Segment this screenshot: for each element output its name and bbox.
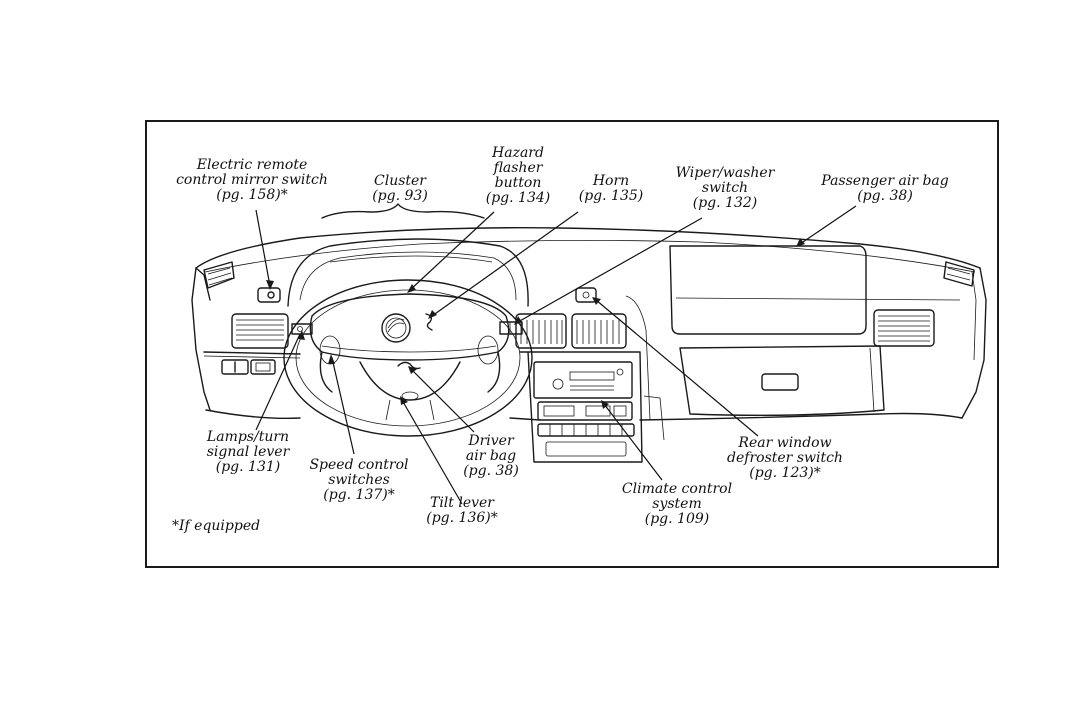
right-side-vent xyxy=(873,309,935,347)
label-line: (pg. 158)* xyxy=(216,187,288,203)
label-line: (pg. 136)* xyxy=(426,510,498,526)
label-climate-control: Climate control system (pg. 109) xyxy=(612,482,742,527)
climate-panel xyxy=(537,401,633,421)
leader-speed xyxy=(331,357,355,455)
label-line: (pg. 93) xyxy=(372,188,428,204)
label-line: defroster switch xyxy=(727,450,843,466)
label-line: Cluster xyxy=(374,173,426,189)
cluster-brace xyxy=(321,203,485,219)
label-line: Driver xyxy=(468,433,514,449)
label-line: (pg. 132) xyxy=(692,195,758,211)
leader-rear xyxy=(595,299,759,437)
dash-top-outline xyxy=(195,227,981,269)
label-line: Wiper/washer xyxy=(675,165,775,181)
label-tilt-lever: Tilt lever (pg. 136)* xyxy=(416,496,508,526)
label-line: system xyxy=(652,496,702,512)
label-line: Horn xyxy=(592,173,630,189)
label-line: (pg. 134) xyxy=(485,190,551,206)
diagram-frame xyxy=(145,120,999,568)
leader-passenger xyxy=(799,205,857,245)
airbag-symbol xyxy=(397,361,421,370)
label-line: (pg. 135) xyxy=(578,188,644,204)
leader-climate xyxy=(603,403,663,481)
label-line: (pg. 109) xyxy=(644,511,710,527)
label-line: (pg. 38) xyxy=(463,463,519,479)
leader-driver xyxy=(411,369,475,433)
label-line: control mirror switch xyxy=(176,172,328,188)
left-corner-vent xyxy=(203,261,235,289)
leader-wiper xyxy=(517,217,703,323)
steering-emblem xyxy=(381,313,411,343)
label-wiper: Wiper/washer switch (pg. 132) xyxy=(668,166,782,211)
glove-box-latch xyxy=(761,373,799,391)
label-line: (pg. 131) xyxy=(215,459,281,475)
label-hazard: Hazard flasher button (pg. 134) xyxy=(480,146,556,206)
leader-hazard xyxy=(409,211,495,291)
label-line: air bag xyxy=(465,448,517,464)
center-stack xyxy=(519,351,643,463)
label-line: switches xyxy=(328,472,390,488)
label-line: Electric remote xyxy=(196,157,308,173)
center-vent-right xyxy=(571,313,627,349)
label-line: (pg. 123)* xyxy=(749,465,821,481)
label-driver-airbag: Driver air bag (pg. 38) xyxy=(458,434,524,479)
label-line: Tilt lever xyxy=(429,495,495,511)
leader-tilt xyxy=(401,399,463,505)
label-line: Lamps/turn xyxy=(206,429,290,445)
passenger-airbag-door xyxy=(669,245,867,335)
label-line: flasher xyxy=(493,160,543,176)
label-line: Climate control xyxy=(621,481,733,497)
wiper-stalk xyxy=(499,321,523,335)
label-line: switch xyxy=(701,180,749,196)
label-speed-control: Speed control switches (pg. 137)* xyxy=(304,458,414,503)
mirror-switch-shape xyxy=(257,287,281,303)
footnote: *If equipped xyxy=(172,518,261,534)
steering-wheel-rim xyxy=(283,279,533,437)
leader-lamps xyxy=(255,333,301,431)
label-line: Hazard xyxy=(492,145,544,161)
label-passenger-airbag: Passenger air bag (pg. 38) xyxy=(812,174,958,204)
right-corner-vent xyxy=(943,261,975,287)
label-line: button xyxy=(494,175,542,191)
lower-left-switch-b xyxy=(250,359,276,375)
left-side-vent xyxy=(231,313,289,349)
radio-unit xyxy=(533,361,633,399)
label-line: Rear window xyxy=(738,435,832,451)
label-lamps: Lamps/turn signal lever (pg. 131) xyxy=(198,430,298,475)
lamps-stalk xyxy=(291,323,313,335)
defroster-switch-shape xyxy=(575,287,597,303)
label-mirror-switch: Electric remote control mirror switch (p… xyxy=(172,158,332,203)
label-line: (pg. 38) xyxy=(857,188,913,204)
label-cluster: Cluster (pg. 93) xyxy=(360,174,440,204)
leader-horn xyxy=(431,211,579,317)
cluster-hood xyxy=(287,238,529,307)
label-rear-defroster: Rear window defroster switch (pg. 123)* xyxy=(722,436,848,481)
center-vent-left xyxy=(515,313,567,349)
glove-box xyxy=(679,345,885,417)
leader-mirror xyxy=(255,209,271,287)
label-line: signal lever xyxy=(206,444,290,460)
label-horn: Horn (pg. 135) xyxy=(574,174,648,204)
label-line: Passenger air bag xyxy=(821,173,949,189)
lower-left-switch-a xyxy=(221,359,249,375)
label-line: Speed control xyxy=(309,457,409,473)
label-line: (pg. 137)* xyxy=(323,487,395,503)
